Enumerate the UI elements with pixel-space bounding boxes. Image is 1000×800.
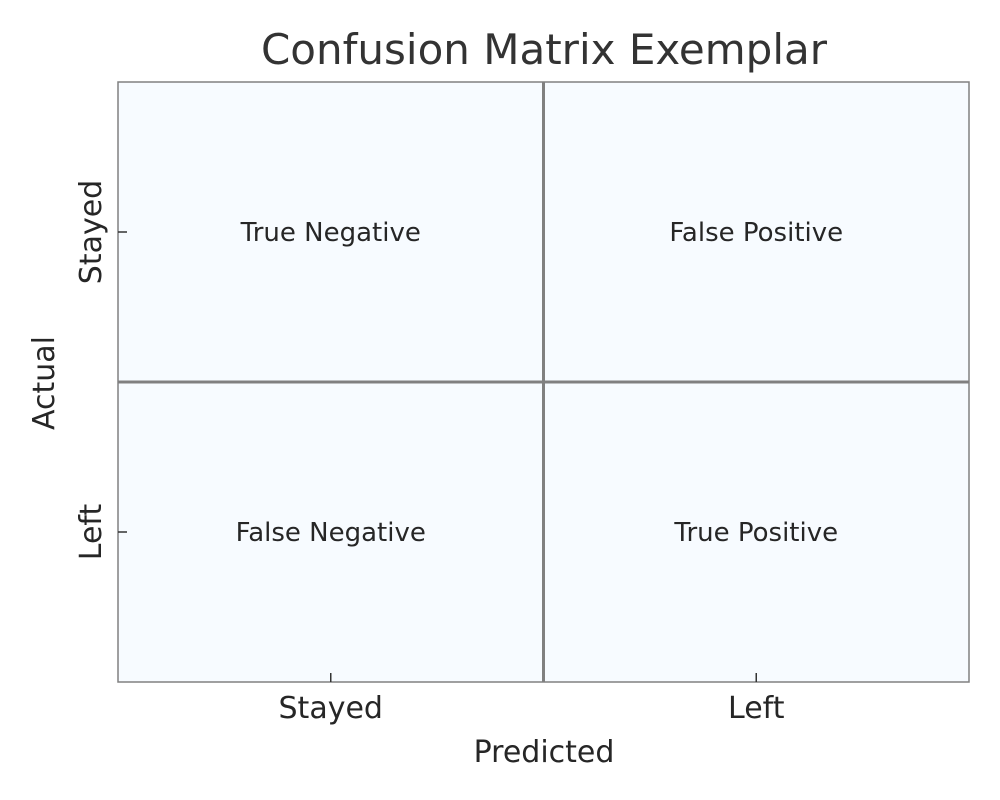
x-tick-label-left: Left [728,691,785,726]
matrix-cell-true-negative [118,82,544,382]
y-axis-label: Actual [27,336,62,430]
matrix-cell-true-positive [543,382,969,682]
cell-label-true-positive: True Positive [673,518,838,548]
x-axis-label: Predicted [474,735,615,770]
matrix-cell-false-negative [118,382,544,682]
y-tick-label-left: Left [74,504,109,561]
plot-frame [117,81,970,683]
matrix-cell-false-positive [543,82,969,382]
y-tick-label-stayed: Stayed [74,180,109,284]
cell-label-false-negative: False Negative [236,518,426,548]
cell-label-false-positive: False Positive [669,218,843,248]
cell-label-true-negative: True Negative [240,218,421,248]
x-tick-label-stayed: Stayed [279,691,383,726]
chart-title: Confusion Matrix Exemplar [261,25,828,74]
